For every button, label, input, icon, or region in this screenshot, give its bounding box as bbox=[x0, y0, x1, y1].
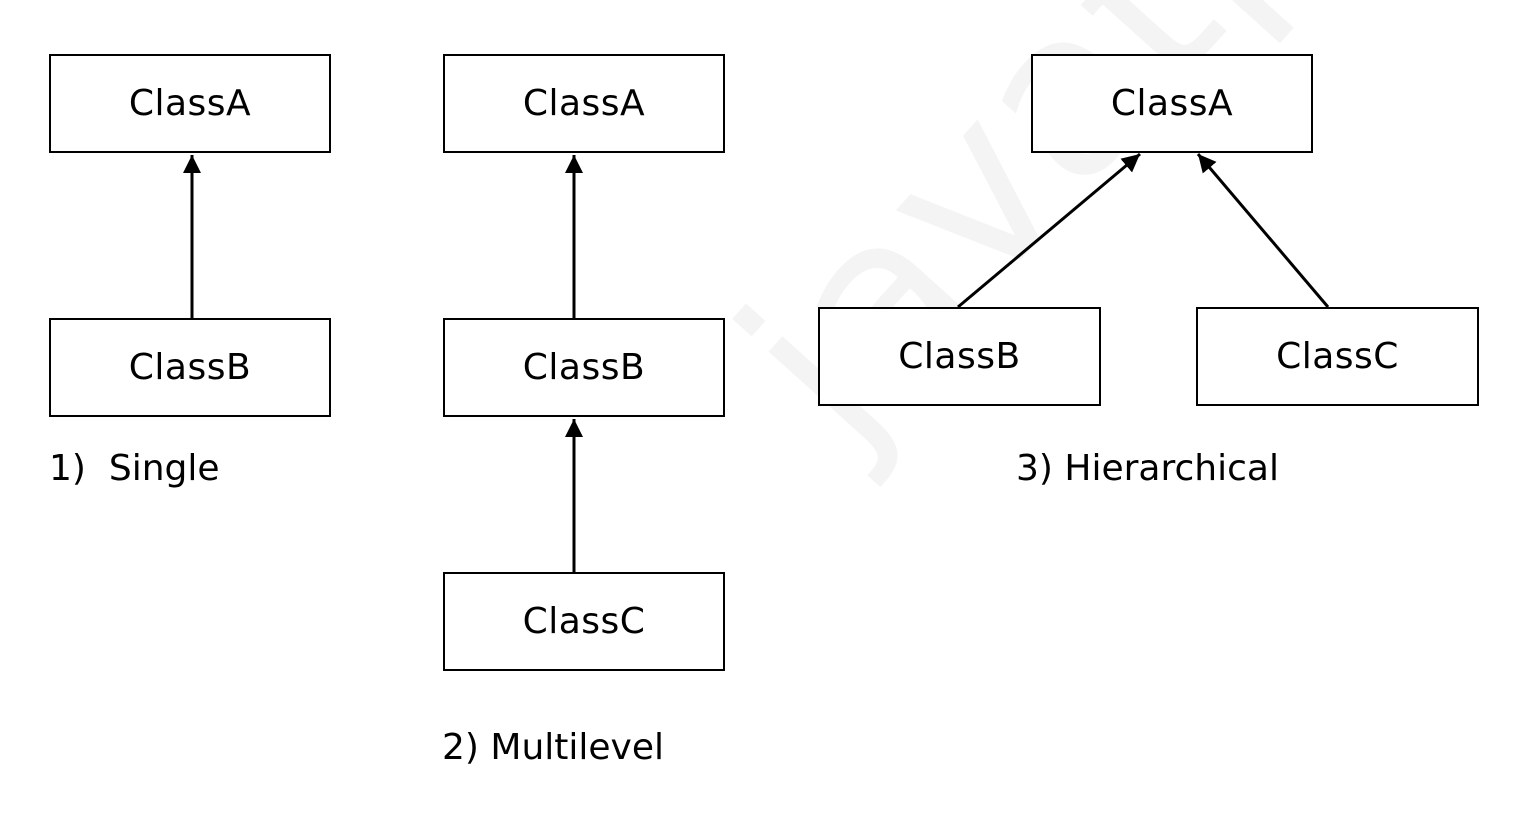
multilevel-class-b-box: ClassB bbox=[443, 318, 725, 417]
single-class-a-box: ClassA bbox=[49, 54, 331, 153]
hierarchical-class-a-box: ClassA bbox=[1031, 54, 1313, 153]
hierarchical-arrow-c-to-a bbox=[1196, 153, 1330, 308]
multilevel-caption: 2) Multilevel bbox=[442, 727, 664, 768]
hierarchical-arrow-b-to-a bbox=[957, 152, 1141, 309]
hierarchical-caption: 3) Hierarchical bbox=[1016, 448, 1279, 489]
multilevel-class-c-box: ClassC bbox=[443, 572, 725, 671]
single-caption: 1) Single bbox=[49, 448, 220, 489]
single-class-b-box: ClassB bbox=[49, 318, 331, 417]
hierarchical-class-c-box: ClassC bbox=[1196, 307, 1479, 406]
multilevel-class-a-box: ClassA bbox=[443, 54, 725, 153]
hierarchical-class-b-box: ClassB bbox=[818, 307, 1101, 406]
